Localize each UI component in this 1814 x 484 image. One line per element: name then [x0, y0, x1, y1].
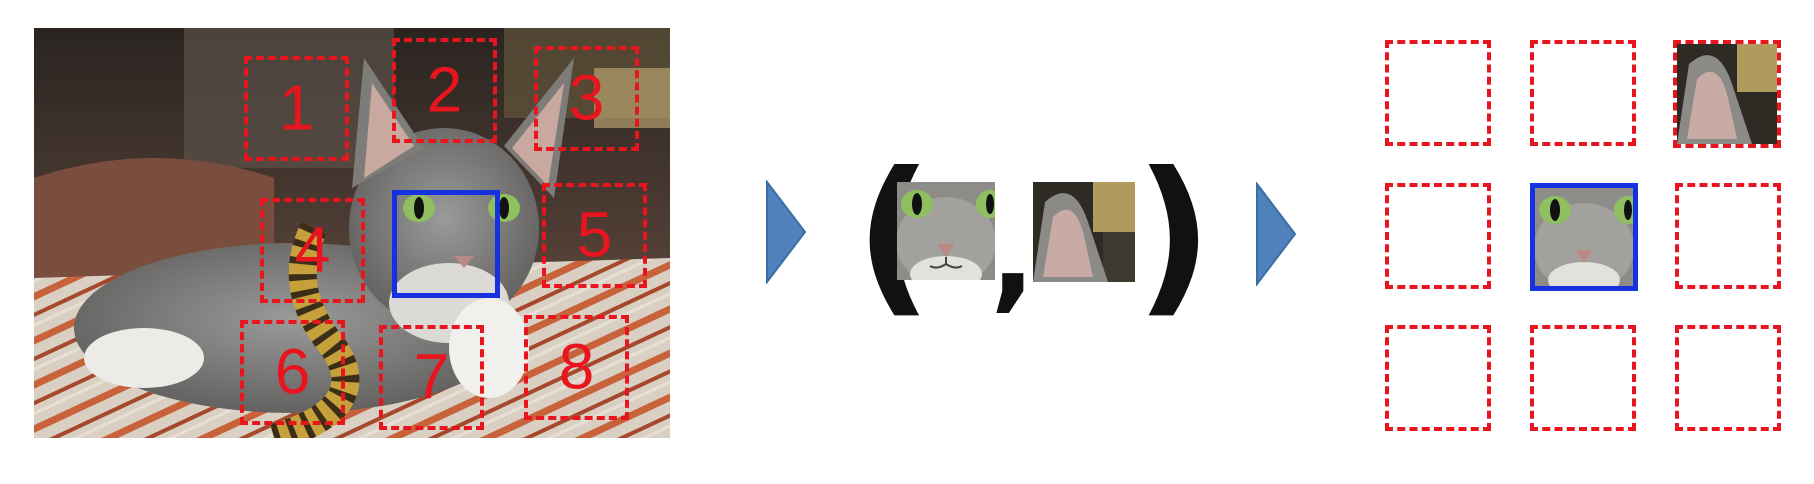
cat-photo: 1 2 3 4 5 6 7 8 [34, 28, 670, 438]
center-patch [392, 190, 500, 298]
right-triangle-arrow [765, 180, 807, 284]
grid-cell-8 [1530, 325, 1636, 431]
cat-face-patch [897, 182, 995, 280]
grid-cell-1 [1385, 40, 1491, 146]
grid-cell-center [1530, 183, 1638, 291]
patch-8: 8 [524, 315, 629, 420]
cat-ear-patch [1033, 182, 1135, 282]
patch-label: 1 [278, 71, 315, 144]
grid-cell-3 [1673, 40, 1781, 148]
patch-2: 2 [392, 38, 497, 143]
patch-label: 6 [274, 335, 311, 408]
patch-5: 5 [542, 183, 647, 288]
patch-label: 3 [568, 61, 605, 134]
grid-cell-9 [1675, 325, 1781, 431]
patch-label: 7 [413, 340, 450, 413]
right-triangle-arrow [1255, 182, 1297, 286]
patch-label: 8 [558, 330, 595, 403]
tuple-close-paren: ) [1135, 136, 1213, 334]
grid-cell-4 [1385, 183, 1491, 289]
patch-label: 4 [294, 213, 331, 286]
patch-4: 4 [260, 198, 365, 303]
patch-label: 5 [576, 198, 613, 271]
grid-cell-2 [1530, 40, 1636, 146]
grid-cell-6 [1675, 183, 1781, 289]
tuple-separator: , [990, 186, 1036, 325]
cat-face-patch [1535, 188, 1633, 286]
grid-cell-7 [1385, 325, 1491, 431]
patch-label: 2 [426, 53, 463, 126]
patch-3: 3 [534, 46, 639, 151]
patch-7: 7 [379, 325, 484, 430]
patch-6: 6 [240, 320, 345, 425]
cat-ear-patch [1677, 44, 1777, 144]
patch-1: 1 [244, 56, 349, 161]
